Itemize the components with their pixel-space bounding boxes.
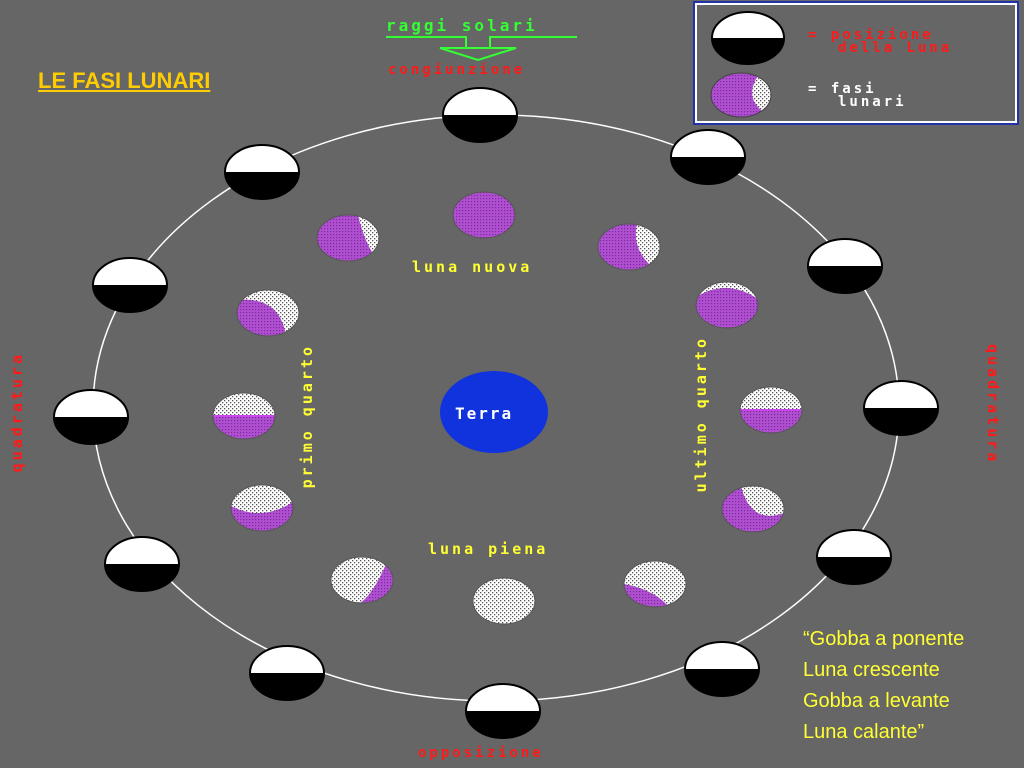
moon-position-marker [249, 645, 325, 701]
moon-phase [472, 577, 536, 625]
legend-phase-label-2: lunari [838, 94, 907, 110]
moon-phase [452, 191, 516, 239]
moon-phase [695, 281, 759, 329]
full-moon-label: luna piena [428, 540, 549, 558]
quote-line-3: Gobba a levante [803, 690, 950, 712]
sun-rays-label: raggi solari [386, 16, 538, 35]
moon-position-marker [92, 257, 168, 313]
moon-position-marker [863, 380, 939, 436]
moon-position-marker [104, 536, 180, 592]
new-moon-label: luna nuova [412, 258, 533, 276]
legend-phase-icon [710, 72, 772, 118]
proverb-quote: “Gobba a ponente Luna crescente Gobba a … [803, 624, 964, 748]
quadrature-left-label: quadratura [8, 352, 26, 473]
moon-phase [597, 223, 661, 271]
quadrature-right-label: quadratura [984, 344, 1002, 465]
moon-phase [330, 556, 394, 604]
moon-position-marker [684, 641, 760, 697]
legend-position-label-1: = posizione [808, 27, 934, 43]
earth [440, 371, 548, 453]
legend-phase-label-1: = fasi [808, 81, 877, 97]
moon-position-marker [465, 683, 541, 739]
moon-position-marker [807, 238, 883, 294]
page-title: LE FASI LUNARI [38, 68, 211, 93]
quote-line-4: Luna calante” [803, 721, 925, 743]
sun-rays-arrow [386, 36, 577, 62]
legend-position-label-2: della Luna [838, 40, 953, 56]
moon-position-marker [442, 87, 518, 143]
moon-phase [212, 392, 276, 440]
moon-position-marker [670, 129, 746, 185]
conjunction-label: congiunzione [388, 62, 526, 78]
moon-position-marker [53, 389, 129, 445]
earth-label: Terra [455, 404, 514, 423]
moon-position-marker [816, 529, 892, 585]
opposition-label: opposizione [418, 745, 544, 761]
quote-line-2: Luna crescente [803, 659, 940, 681]
moon-phase [739, 386, 803, 434]
last-quarter-label: ultimo quarto [692, 336, 710, 493]
first-quarter-label: primo quarto [298, 344, 316, 489]
legend-box [693, 1, 1019, 125]
moon-phase [230, 484, 294, 532]
moon-position-marker [224, 144, 300, 200]
moon-phase [623, 560, 687, 608]
moon-phase [236, 289, 300, 337]
moon-phases [212, 191, 803, 625]
moon-phase [316, 214, 380, 262]
quote-line-1: “Gobba a ponente [803, 628, 965, 650]
moon-phase [721, 485, 785, 533]
